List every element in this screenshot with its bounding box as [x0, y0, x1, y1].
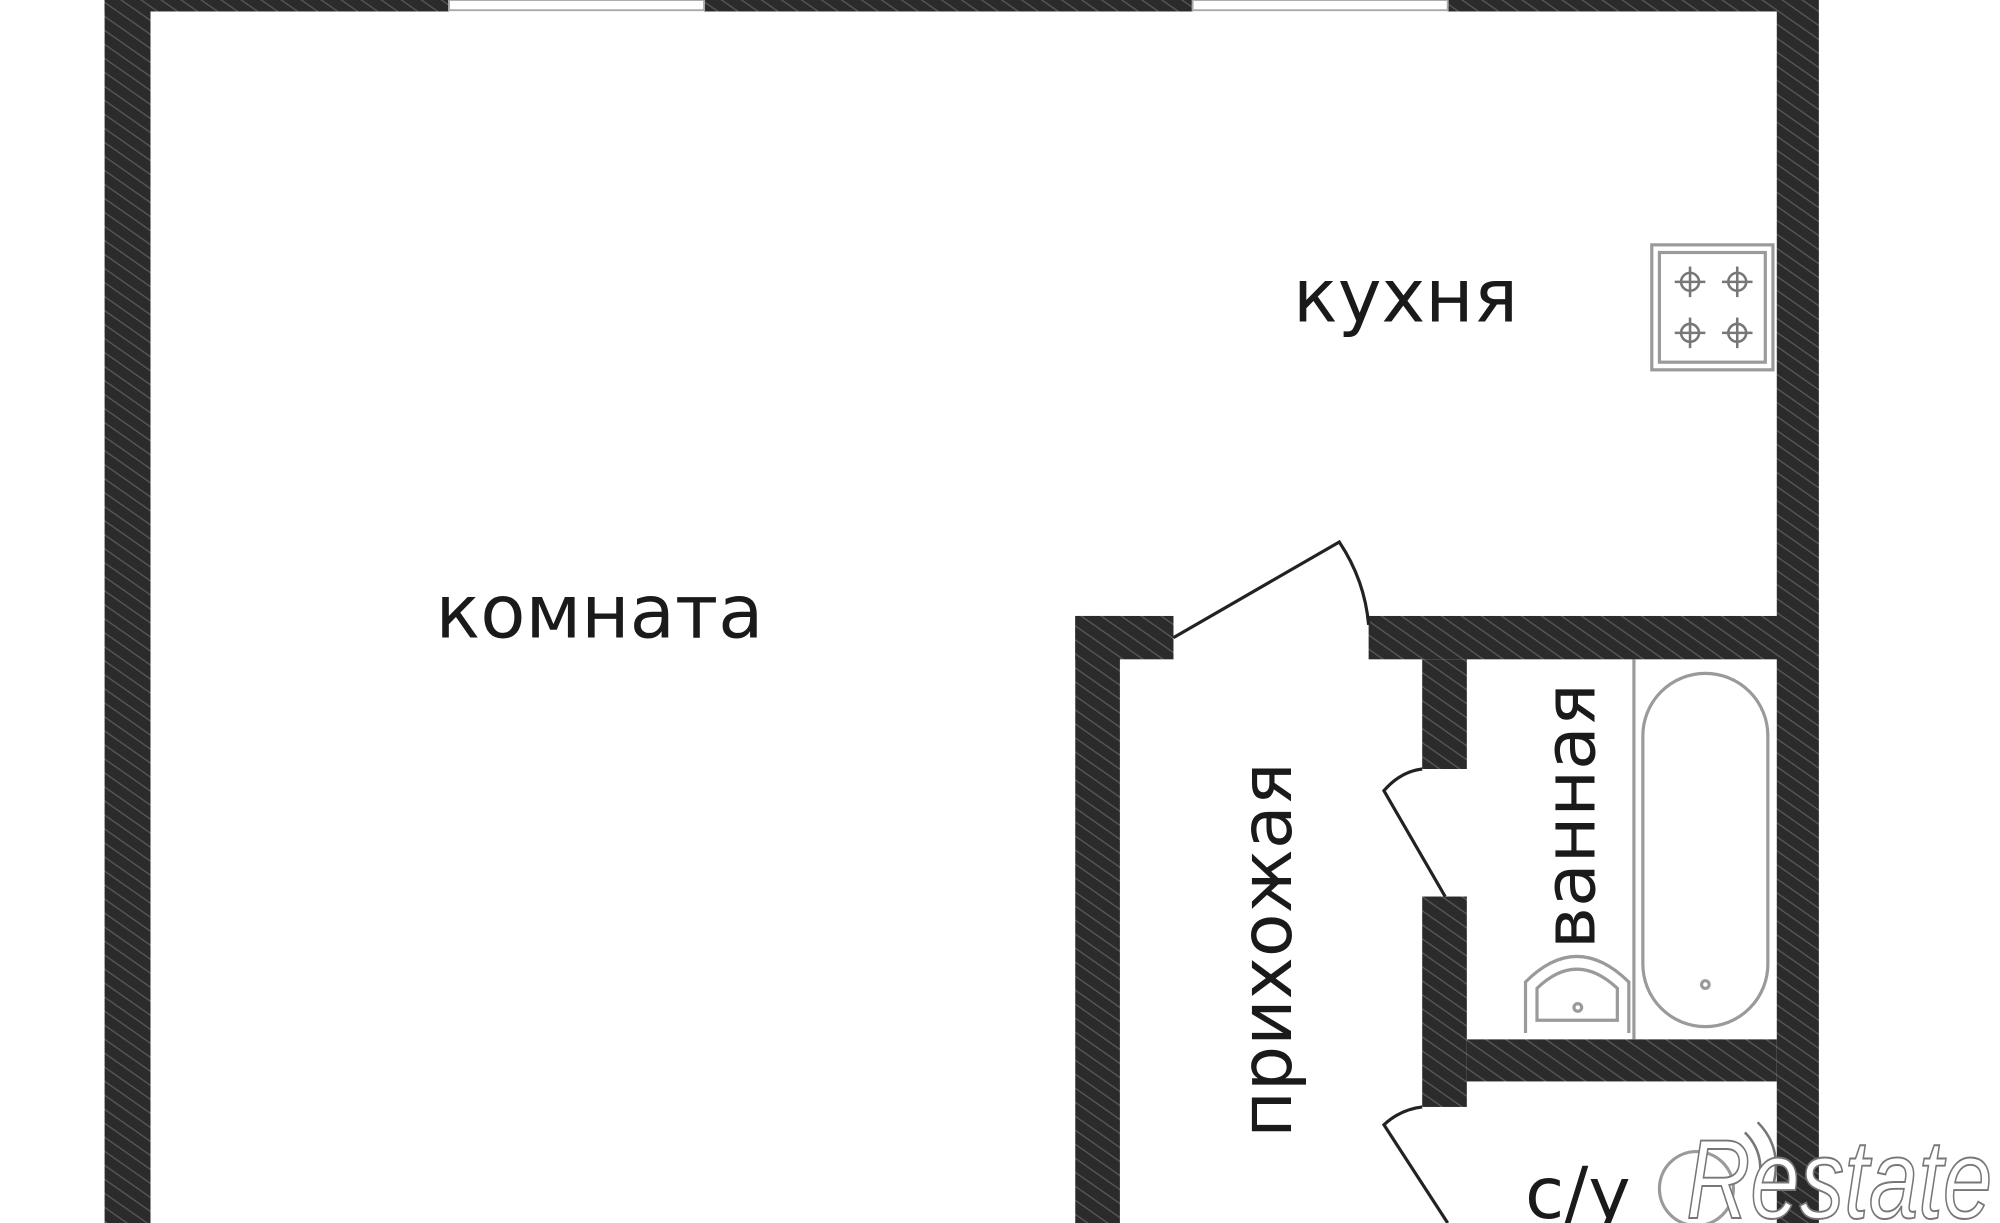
- label-room: комната: [436, 570, 764, 656]
- bathroom-door: [1381, 767, 1447, 898]
- sink-icon: [1523, 954, 1631, 1033]
- doors: [1172, 539, 1450, 1223]
- outer-wall-right: [1776, 0, 1819, 1223]
- bath-toilet-wall: [1466, 1039, 1777, 1082]
- window: [448, 0, 706, 12]
- toilet-icon: [1657, 1150, 1736, 1223]
- label-bathroom: ванная: [1528, 683, 1611, 949]
- label-kitchen: кухня: [1293, 253, 1518, 339]
- windows: [448, 0, 1449, 12]
- stove-icon: [1650, 243, 1775, 372]
- hallway-wall-stub: [1075, 615, 1174, 660]
- outer-wall-top-2: [704, 0, 1193, 12]
- label-toilet: с/у: [1525, 1152, 1631, 1223]
- kitchen-bath-wall: [1368, 615, 1780, 660]
- walls: [104, 0, 1819, 1223]
- room-labels: комната кухня прихожая ванная с/у: [436, 253, 1631, 1223]
- fixtures: [1523, 243, 1775, 1223]
- watermark-logo: Restate: [1685, 1115, 1993, 1223]
- bath-partition-upper: [1422, 659, 1467, 769]
- bathtub-icon: [1641, 671, 1770, 1029]
- label-hallway: прихожая: [1225, 762, 1308, 1137]
- bath-partition-lower: [1422, 896, 1467, 1107]
- outer-wall-left: [104, 0, 151, 1223]
- hallway-wall-left: [1075, 615, 1120, 1223]
- toilet-door: [1381, 1105, 1450, 1223]
- entry-door: [1172, 539, 1371, 640]
- window: [1191, 0, 1449, 12]
- outer-wall-top-1: [104, 0, 449, 12]
- svg-text:Restate: Restate: [1686, 1116, 1992, 1223]
- bathtub-drain: [1699, 979, 1711, 990]
- outer-wall-top-3: [1447, 0, 1818, 12]
